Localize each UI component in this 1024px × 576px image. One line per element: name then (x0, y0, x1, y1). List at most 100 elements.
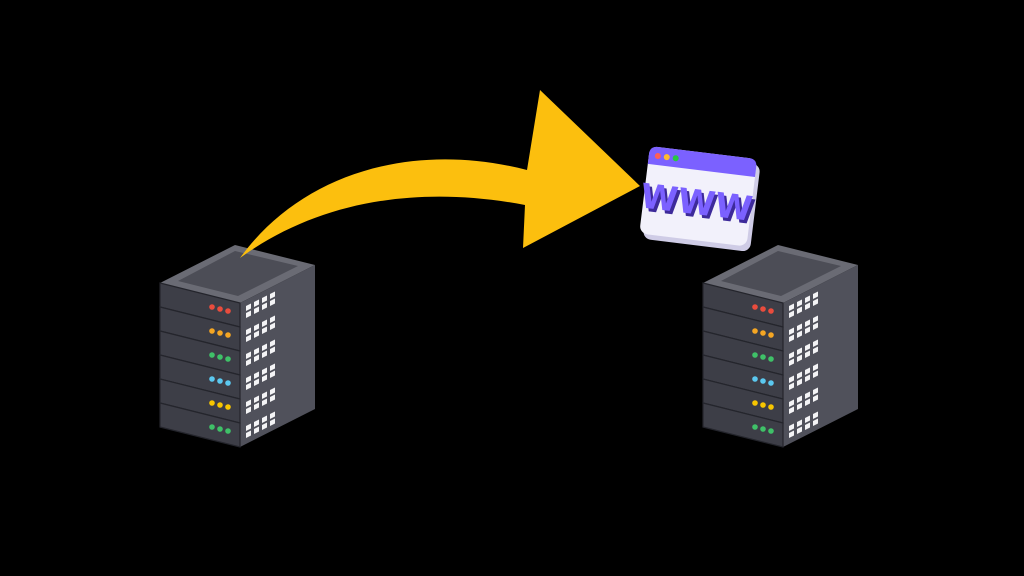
server-vent (797, 426, 802, 434)
server-vent (813, 370, 818, 378)
server-vent (262, 374, 267, 382)
window-maximize-dot (672, 155, 679, 162)
server-vent (270, 291, 275, 299)
server-status-led (760, 402, 766, 408)
server-status-led (225, 332, 231, 338)
server-status-led (217, 306, 223, 312)
server-vent (246, 375, 251, 383)
server-vent (805, 319, 810, 327)
server-vent (246, 351, 251, 359)
server-status-led (217, 354, 223, 360)
server-vent (789, 406, 794, 414)
server-vent (262, 398, 267, 406)
server-vent (789, 399, 794, 407)
server-status-led (225, 356, 231, 362)
server-unit (159, 402, 241, 448)
server-vent (270, 387, 275, 395)
server-status-led (225, 308, 231, 314)
server-vent (797, 299, 802, 307)
server-vent (270, 315, 275, 323)
server-vent (789, 310, 794, 318)
server-vent (789, 375, 794, 383)
server-vent (805, 391, 810, 399)
server-vent (797, 371, 802, 379)
server-status-led (209, 328, 215, 334)
server-vent (789, 351, 794, 359)
server-vent (262, 415, 267, 423)
source-server-icon (159, 245, 315, 448)
server-vent (805, 326, 810, 334)
server-vent (797, 378, 802, 386)
server-status-led (225, 428, 231, 434)
server-vent (262, 319, 267, 327)
server-vent (805, 295, 810, 303)
server-vent (813, 394, 818, 402)
server-status-led (760, 354, 766, 360)
server-vent (262, 343, 267, 351)
server-status-led (760, 426, 766, 432)
server-vent (254, 419, 259, 427)
server-status-led (752, 304, 758, 310)
server-vent (270, 411, 275, 419)
server-vent (805, 367, 810, 375)
server-status-led (752, 328, 758, 334)
server-vent (254, 378, 259, 386)
website-window-icon: WWW WWW (638, 146, 760, 252)
server-vent (262, 295, 267, 303)
server-vent (813, 339, 818, 347)
server-status-led (752, 400, 758, 406)
server-vent (254, 299, 259, 307)
server-vent (805, 422, 810, 430)
server-vent (270, 418, 275, 426)
server-status-led (217, 330, 223, 336)
server-vent (813, 411, 818, 419)
server-vent (789, 334, 794, 342)
server-status-led (760, 378, 766, 384)
server-status-led (209, 400, 215, 406)
server-vent (813, 322, 818, 330)
server-top-panel (721, 251, 841, 296)
server-status-led (225, 380, 231, 386)
server-vent (813, 298, 818, 306)
server-vent (262, 326, 267, 334)
server-vent (813, 291, 818, 299)
server-status-led (209, 304, 215, 310)
server-vent (789, 303, 794, 311)
server-vent (246, 334, 251, 342)
server-vent (262, 302, 267, 310)
server-vent (789, 358, 794, 366)
server-vent (813, 315, 818, 323)
server-vent (270, 322, 275, 330)
server-vent (270, 363, 275, 371)
server-vent (270, 370, 275, 378)
server-vent (813, 346, 818, 354)
server-unit (702, 402, 784, 448)
server-vent (254, 347, 259, 355)
server-vent (246, 303, 251, 311)
server-status-led (768, 428, 774, 434)
server-vent (262, 350, 267, 358)
server-vent (805, 350, 810, 358)
server-vent (246, 310, 251, 318)
window-close-dot (654, 153, 661, 160)
server-status-led (217, 426, 223, 432)
server-vent (813, 418, 818, 426)
server-vent (789, 430, 794, 438)
server-vent (262, 391, 267, 399)
server-vent (270, 298, 275, 306)
server-status-led (768, 356, 774, 362)
server-status-led (209, 424, 215, 430)
server-vent (270, 339, 275, 347)
server-vent (254, 306, 259, 314)
server-status-led (752, 352, 758, 358)
server-status-led (768, 308, 774, 314)
server-vent (797, 323, 802, 331)
server-status-led (760, 330, 766, 336)
server-vent (254, 323, 259, 331)
server-vent (805, 302, 810, 310)
server-vent (254, 402, 259, 410)
server-vent (254, 395, 259, 403)
server-vent (797, 395, 802, 403)
